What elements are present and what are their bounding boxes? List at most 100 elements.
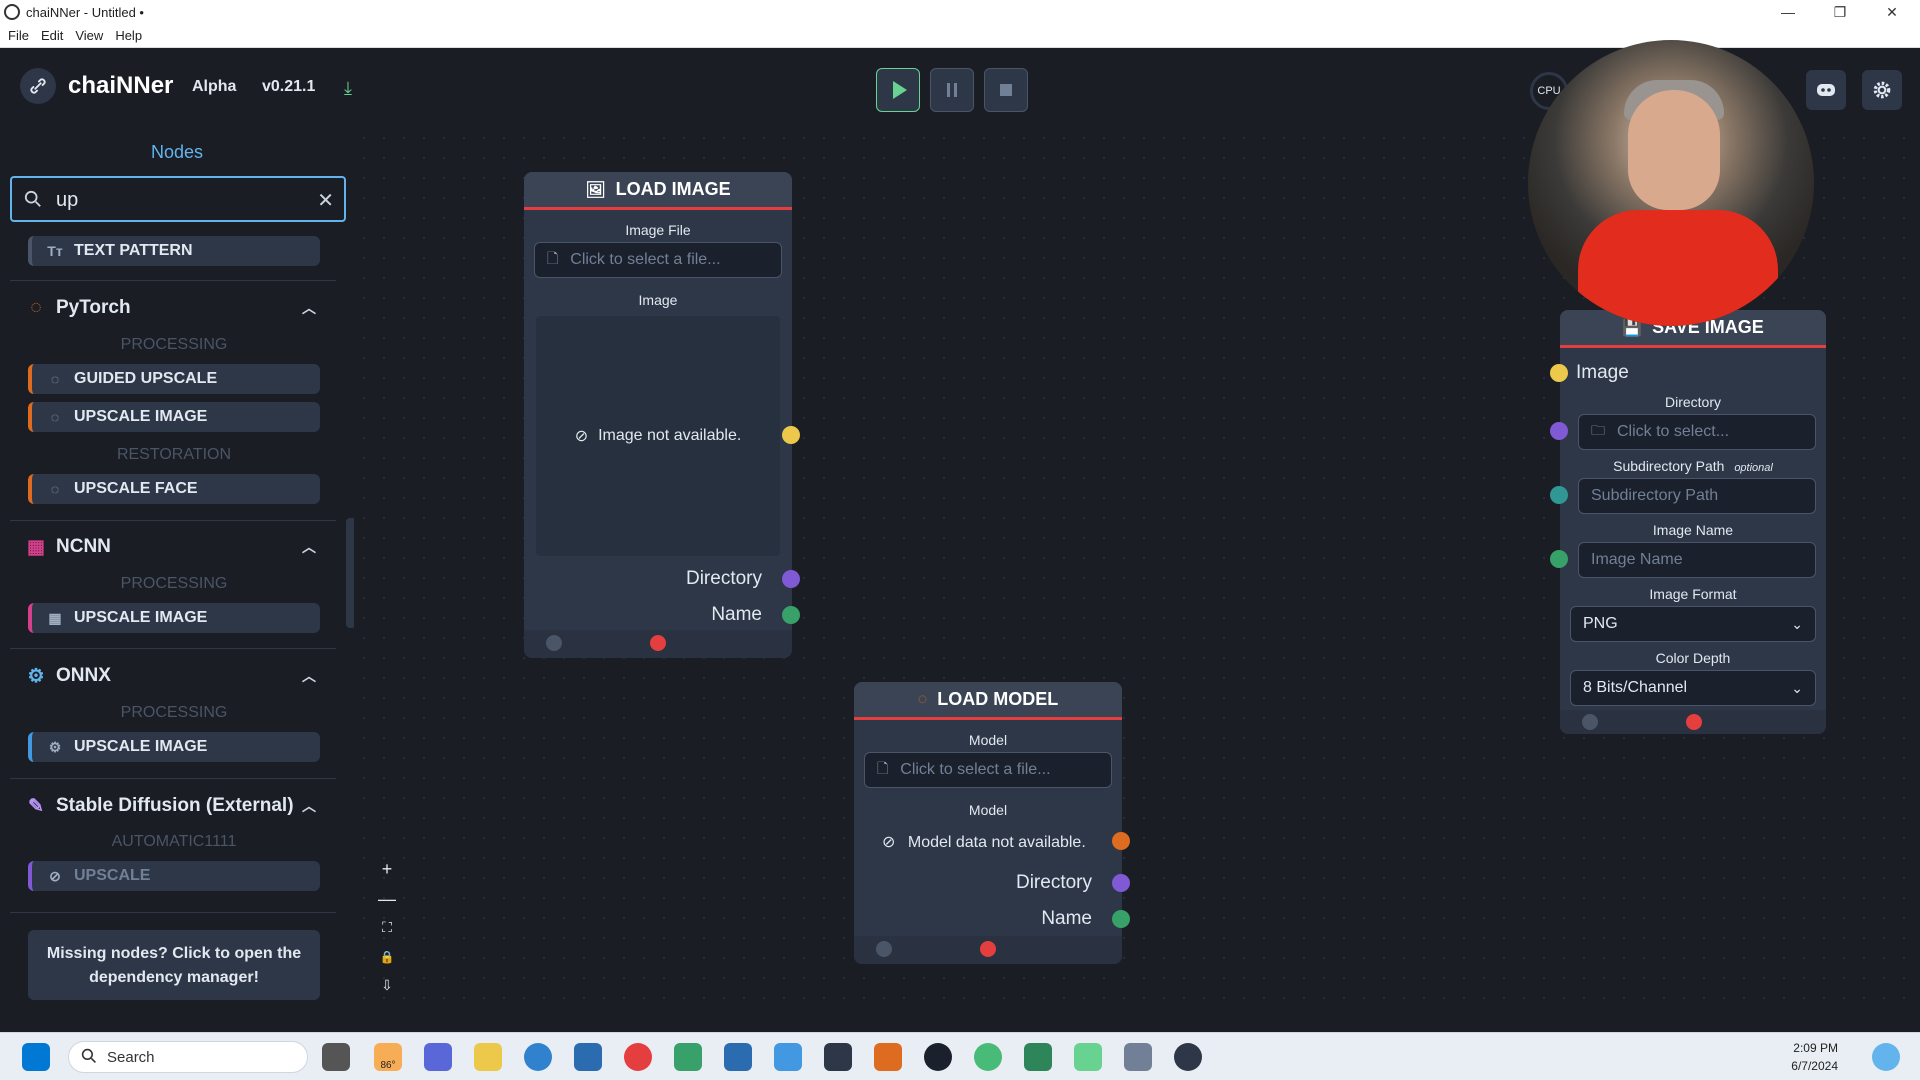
- outlook-icon[interactable]: [724, 1043, 752, 1071]
- run-node-icon[interactable]: [876, 941, 892, 957]
- model-file-input[interactable]: 🗋 Click to select a file...: [864, 752, 1112, 788]
- model-output-port[interactable]: [1112, 832, 1130, 850]
- sidebar-scrollbar[interactable]: [346, 518, 356, 628]
- discord-icon[interactable]: [1806, 70, 1846, 110]
- directory-output-port[interactable]: [782, 570, 800, 588]
- node-upscale-face[interactable]: ◌ UPSCALE FACE: [28, 474, 320, 504]
- mail-icon[interactable]: [774, 1043, 802, 1071]
- folder-icon: 🗀: [1591, 422, 1605, 438]
- node-guided-upscale[interactable]: ◌ GUIDED UPSCALE: [28, 364, 320, 394]
- directory-input-port[interactable]: [1550, 422, 1568, 440]
- node-header[interactable]: 🖼 LOAD IMAGE: [524, 172, 792, 210]
- teams-icon[interactable]: [424, 1043, 452, 1071]
- error-icon[interactable]: [1686, 714, 1702, 730]
- directory-output-label: Directory: [685, 568, 762, 589]
- pause-button[interactable]: [930, 68, 974, 112]
- node-sd-upscale[interactable]: ⊘ UPSCALE: [28, 861, 320, 891]
- chrome-profile-icon[interactable]: [974, 1043, 1002, 1071]
- category-ncnn[interactable]: ▦ NCNN ︿: [26, 533, 326, 561]
- zoom-in-button[interactable]: +: [381, 858, 393, 879]
- subdirectory-input-port[interactable]: [1550, 486, 1568, 504]
- task-view-icon[interactable]: [322, 1043, 350, 1071]
- dependency-manager-button[interactable]: Missing nodes? Click to open the depende…: [28, 930, 320, 1000]
- paint-icon[interactable]: [1074, 1043, 1102, 1071]
- menu-help[interactable]: Help: [115, 28, 143, 43]
- error-icon[interactable]: [980, 941, 996, 957]
- weather-icon[interactable]: 86°: [374, 1043, 402, 1071]
- image-format-value: PNG: [1583, 615, 1618, 632]
- windows-start-icon[interactable]: [22, 1043, 50, 1071]
- export-button[interactable]: ⇩: [381, 976, 393, 993]
- powerpoint-icon[interactable]: [874, 1043, 902, 1071]
- chainner-taskbar-icon[interactable]: [1174, 1043, 1202, 1071]
- node-pytorch-upscale-image[interactable]: ◌ UPSCALE IMAGE: [28, 402, 320, 432]
- excel-icon[interactable]: [1024, 1043, 1052, 1071]
- obs-icon[interactable]: [924, 1043, 952, 1071]
- error-icon[interactable]: [650, 635, 666, 651]
- directory-output-port[interactable]: [1112, 874, 1130, 892]
- restore-button[interactable]: ❐: [1833, 3, 1847, 20]
- system-clock[interactable]: 2:09 PM 6/7/2024: [1758, 1039, 1838, 1075]
- search-input[interactable]: [56, 186, 306, 214]
- chevron-up-icon[interactable]: ︿: [302, 668, 316, 684]
- menu-file[interactable]: File: [8, 28, 29, 43]
- divider: [10, 280, 336, 281]
- image-format-select[interactable]: PNG ⌄: [1570, 606, 1816, 642]
- terminal-icon[interactable]: [824, 1043, 852, 1071]
- save-image-node[interactable]: 💾 SAVE IMAGE Image Directory 🗀 Click to …: [1550, 310, 1826, 734]
- run-button[interactable]: [876, 68, 920, 112]
- run-node-icon[interactable]: [1582, 714, 1598, 730]
- load-image-node[interactable]: 🖼 LOAD IMAGE Image File 🗋 Click to selec…: [524, 172, 800, 658]
- color-depth-select[interactable]: 8 Bits/Channel ⌄: [1570, 670, 1816, 706]
- run-node-icon[interactable]: [546, 635, 562, 651]
- node-header[interactable]: ◌ LOAD MODEL: [854, 682, 1122, 720]
- chevron-up-icon[interactable]: ︿: [302, 798, 316, 814]
- image-input-port[interactable]: [1550, 364, 1568, 382]
- chevron-up-icon[interactable]: ︿: [302, 539, 316, 555]
- close-window-button[interactable]: ✕: [1886, 3, 1898, 20]
- tab-nodes[interactable]: Nodes: [150, 142, 204, 162]
- image-name-input-port[interactable]: [1550, 550, 1568, 568]
- webcam-shirt: [1578, 210, 1778, 326]
- image-file-input[interactable]: 🗋 Click to select a file...: [534, 242, 782, 278]
- category-pytorch[interactable]: ◌ PyTorch ︿: [26, 294, 326, 322]
- subdirectory-input[interactable]: Subdirectory Path: [1578, 478, 1816, 514]
- node-onnx-upscale-image[interactable]: ⚙ UPSCALE IMAGE: [28, 732, 320, 762]
- minimize-button[interactable]: —: [1781, 4, 1795, 20]
- load-model-node[interactable]: ◌ LOAD MODEL Model 🗋 Click to select a f…: [854, 682, 1130, 964]
- download-update-icon[interactable]: ⤓: [344, 78, 352, 98]
- camtasia-icon[interactable]: [674, 1043, 702, 1071]
- menu-view[interactable]: View: [75, 28, 104, 43]
- zoom-out-button[interactable]: —: [378, 888, 396, 909]
- file-icon: 🗋: [547, 250, 559, 266]
- play-icon: [893, 81, 907, 99]
- image-name-placeholder: Image Name: [1591, 551, 1683, 568]
- settings-gear-icon[interactable]: [1862, 70, 1902, 110]
- name-output-port[interactable]: [782, 606, 800, 624]
- category-onnx[interactable]: ⚙ ONNX ︿: [26, 662, 326, 690]
- lock-button[interactable]: 🔒: [379, 950, 395, 964]
- file-explorer-icon[interactable]: [474, 1043, 502, 1071]
- node-search[interactable]: ✕: [10, 176, 346, 222]
- stop-button[interactable]: [984, 68, 1028, 112]
- edge-icon[interactable]: [524, 1043, 552, 1071]
- category-stable-diffusion[interactable]: ✎ Stable Diffusion (External) ︿: [26, 792, 326, 820]
- name-output-port[interactable]: [1112, 910, 1130, 928]
- node-footer: [1560, 710, 1826, 734]
- image-name-input[interactable]: Image Name: [1578, 542, 1816, 578]
- chrome-icon[interactable]: [624, 1043, 652, 1071]
- node-text-pattern[interactable]: Tт TEXT PATTERN: [28, 236, 320, 266]
- chevron-up-icon[interactable]: ︿: [302, 300, 316, 316]
- store-icon[interactable]: [574, 1043, 602, 1071]
- copilot-icon[interactable]: [1872, 1043, 1900, 1071]
- pytorch-icon: ◌: [917, 690, 928, 708]
- pytorch-icon: ◌: [50, 371, 60, 387]
- node-ncnn-upscale-image[interactable]: ▦ UPSCALE IMAGE: [28, 603, 320, 633]
- image-output-port[interactable]: [782, 426, 800, 444]
- menu-edit[interactable]: Edit: [40, 28, 64, 43]
- taskbar-search[interactable]: Search: [68, 1041, 308, 1073]
- fit-view-button[interactable]: ⛶: [382, 918, 392, 935]
- directory-input[interactable]: 🗀 Click to select...: [1578, 414, 1816, 450]
- snipping-tool-icon[interactable]: [1124, 1043, 1152, 1071]
- clear-search-icon[interactable]: ✕: [317, 190, 334, 212]
